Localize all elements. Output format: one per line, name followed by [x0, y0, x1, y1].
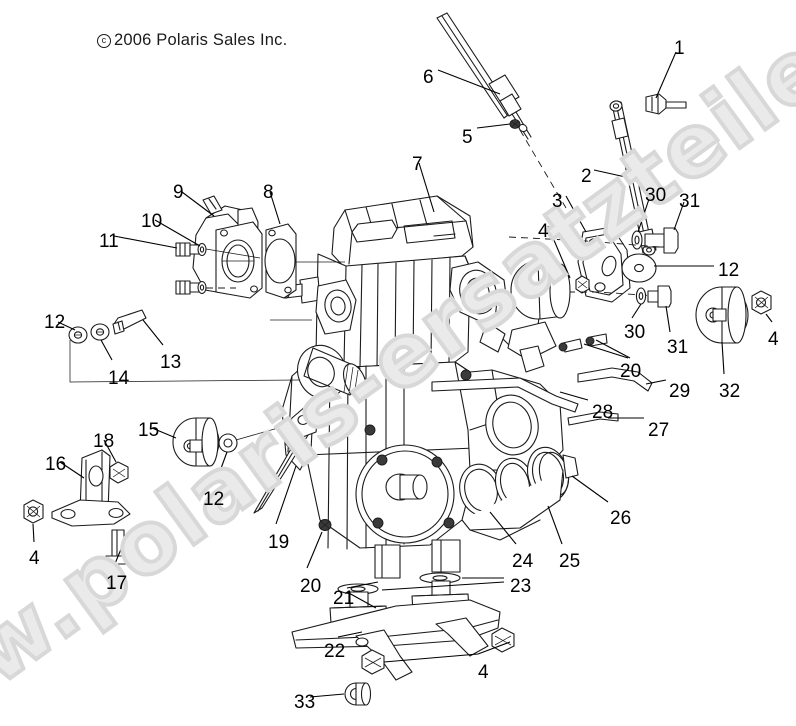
callout-12c: 12: [718, 260, 740, 281]
callout-16: 16: [45, 454, 67, 475]
part-15-rubber-mount: [172, 417, 220, 467]
callout-19: 19: [268, 532, 290, 553]
part-12-washer-left-lower: [218, 433, 238, 453]
part-9-flange: [215, 221, 263, 299]
callout-4a: 4: [538, 221, 549, 242]
part-17-bolt: [105, 529, 131, 565]
oil-filter: [297, 344, 368, 400]
callout-1: 1: [674, 38, 685, 59]
part-33-grommet: [344, 682, 372, 706]
part-12-washer-right: [621, 253, 657, 283]
callout-7: 7: [412, 154, 423, 175]
copyright-symbol: c: [97, 34, 111, 48]
callout-4c: 4: [29, 548, 40, 569]
part-1-flange-bolt: [645, 93, 687, 115]
part-4-nut-left: [23, 499, 44, 524]
part-13-bolt: [112, 309, 147, 335]
part-3-mount-plate: [577, 226, 631, 303]
assembly-axis-5: [519, 129, 567, 209]
part-16-mount-bracket: [51, 449, 131, 527]
part-18-nut: [109, 461, 129, 484]
part-4-nuts-lower: [361, 627, 515, 675]
part-7-engine-assembly: [253, 195, 653, 579]
callout-5: 5: [462, 127, 473, 148]
part-28-hose: [431, 377, 579, 413]
callout-31a: 31: [679, 191, 701, 212]
callout-4d: 4: [478, 662, 489, 683]
callout-20b: 20: [620, 361, 642, 382]
part-20-bolts-right: [558, 333, 608, 353]
callout-23: 23: [510, 576, 532, 597]
part-29-hose: [577, 367, 653, 392]
callout-32: 32: [719, 381, 741, 402]
callout-13: 13: [160, 352, 182, 373]
magneto-cover: [355, 444, 455, 544]
callout-11: 11: [99, 231, 119, 252]
callout-14: 14: [108, 368, 130, 389]
callout-31b: 31: [667, 337, 689, 358]
callout-12b: 12: [203, 489, 225, 510]
part-4-nut-upper: [575, 275, 590, 294]
part-11-bolt-lower: [175, 280, 200, 295]
callout-30a: 30: [645, 185, 667, 206]
callout-26: 26: [610, 508, 632, 529]
callout-10: 10: [141, 211, 163, 232]
part-22-crossmember: [291, 599, 501, 681]
bracket-leader-line: [69, 340, 301, 383]
part-32-rubber-mount: [695, 286, 749, 344]
part-30-washer-upper: [631, 230, 643, 250]
callout-8: 8: [263, 182, 274, 203]
part-2-shift-rod: [609, 100, 657, 256]
callout-25: 25: [559, 551, 581, 572]
assembly-axis-mount: [508, 236, 661, 248]
callout-9: 9: [173, 182, 184, 203]
callout-20a: 20: [300, 576, 322, 597]
part-27-hose: [567, 411, 619, 426]
part-10-washer-upper: [197, 242, 207, 257]
callout-17: 17: [106, 573, 128, 594]
callout-3: 3: [552, 191, 563, 212]
callout-22: 22: [324, 641, 346, 662]
throttle-body: [449, 260, 571, 373]
part-11-bolt-upper: [175, 242, 200, 257]
part-4-nut-right: [751, 290, 772, 315]
part-12-washer-left: [68, 326, 88, 344]
callout-28: 28: [592, 402, 614, 423]
part-8-gasket: [264, 223, 297, 299]
part-14-washer: [90, 323, 110, 341]
callout-6: 6: [423, 67, 434, 88]
case-bolts: [364, 369, 472, 436]
callout-30b: 30: [624, 322, 646, 343]
part-31-bolt-lower: [647, 285, 672, 308]
callout-leader-lines: [32, 51, 773, 698]
part-10-washer-lower: [197, 280, 207, 295]
callout-24: 24: [512, 551, 534, 572]
part-20-bolt-left: [318, 519, 332, 531]
callout-29: 29: [669, 381, 691, 402]
part-31-bolt-upper: [644, 227, 679, 254]
callout-33: 33: [294, 692, 316, 713]
callout-18: 18: [93, 431, 115, 452]
callout-21: 21: [333, 588, 355, 609]
callout-4b: 4: [768, 329, 779, 350]
callout-12a: 12: [44, 312, 66, 333]
part-5-bolt: [509, 119, 521, 129]
part-30-washer-lower: [635, 287, 647, 305]
callout-15: 15: [138, 420, 160, 441]
callout-27: 27: [648, 420, 670, 441]
copyright-text: 2006 Polaris Sales Inc.: [114, 31, 288, 49]
callout-2: 2: [581, 166, 592, 187]
